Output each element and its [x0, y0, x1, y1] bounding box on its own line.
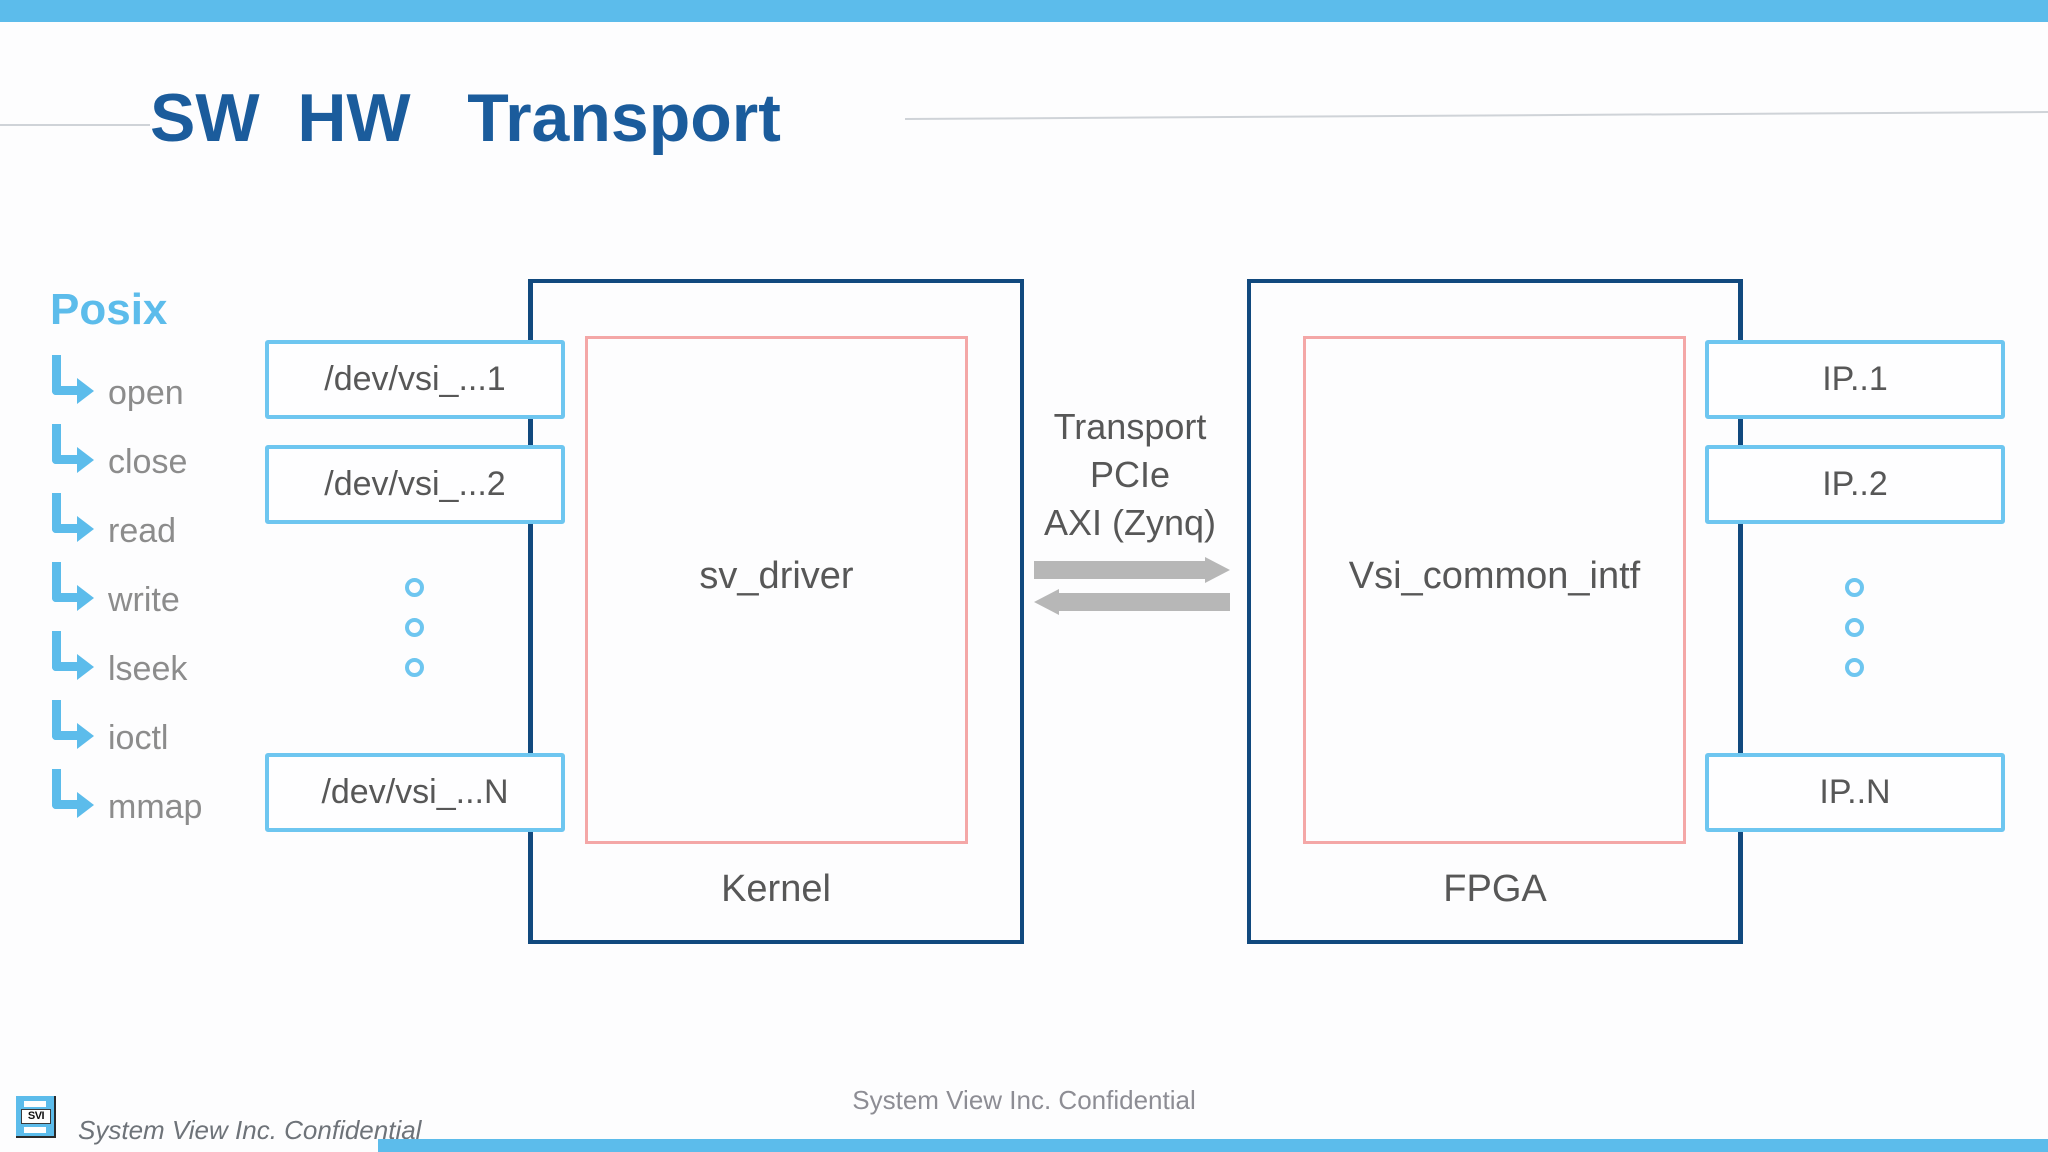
ip-ellipsis-dots	[1845, 578, 1864, 677]
posix-item-open: open	[44, 344, 274, 413]
corner-arrow-icon	[52, 562, 98, 620]
posix-item-lseek: lseek	[44, 620, 274, 689]
corner-arrow-icon	[52, 631, 98, 689]
posix-column: Posix open close read write	[44, 282, 274, 827]
transport-label-group: Transport PCIe AXI (Zynq)	[1030, 403, 1230, 547]
posix-item-mmap: mmap	[44, 758, 274, 827]
top-accent-bar	[0, 0, 2048, 22]
ip-box-1[interactable]: IP..1	[1705, 340, 2005, 419]
dev-box-2[interactable]: /dev/vsi_...2	[265, 445, 565, 524]
sv-driver-box: sv_driver	[585, 336, 968, 844]
posix-item-label: close	[108, 443, 188, 481]
transport-arrow-right-icon	[1034, 557, 1230, 583]
fpga-right-spine	[1738, 279, 1743, 944]
corner-arrow-icon	[52, 493, 98, 551]
transport-line-1: Transport	[1053, 406, 1207, 447]
page-title: SW HW Transport	[150, 80, 781, 156]
corner-arrow-icon	[52, 769, 98, 827]
ellipsis-dot-icon	[405, 618, 424, 637]
dev-box-label: /dev/vsi_...1	[324, 360, 506, 398]
posix-heading: Posix	[50, 285, 168, 334]
ip-box-label: IP..2	[1822, 465, 1888, 503]
ellipsis-dot-icon	[1845, 618, 1864, 637]
posix-item-ioctl: ioctl	[44, 689, 274, 758]
transport-line-2: PCIe	[1089, 454, 1171, 495]
dev-ellipsis-dots	[405, 578, 424, 677]
posix-item-label: lseek	[108, 650, 188, 688]
corner-arrow-icon	[52, 700, 98, 758]
corner-arrow-icon	[52, 355, 98, 413]
kernel-left-spine	[528, 279, 533, 944]
footer-center-text: System View Inc. Confidential	[852, 1085, 1196, 1115]
ip-box-label: IP..1	[1822, 360, 1888, 398]
sv-driver-label: sv_driver	[699, 555, 854, 597]
dev-box-label: /dev/vsi_...N	[321, 773, 509, 811]
ellipsis-dot-icon	[405, 578, 424, 597]
title-row: SW HW Transport	[0, 78, 2048, 158]
dev-box-n[interactable]: /dev/vsi_...N	[265, 753, 565, 832]
transport-line-3: AXI (Zynq)	[1043, 502, 1217, 543]
posix-item-label: write	[108, 581, 180, 619]
dev-box-label: /dev/vsi_...2	[324, 465, 506, 503]
posix-item-label: open	[108, 374, 184, 412]
posix-item-label: ioctl	[108, 719, 169, 757]
ip-box-label: IP..N	[1819, 773, 1891, 811]
ip-box-2[interactable]: IP..2	[1705, 445, 2005, 524]
fpga-label: FPGA	[1443, 868, 1547, 910]
svi-logo: SVI	[16, 1096, 56, 1138]
vsi-common-intf-box: Vsi_common_intf	[1303, 336, 1686, 844]
ellipsis-dot-icon	[1845, 658, 1864, 677]
bottom-accent-bar	[378, 1139, 2048, 1152]
posix-item-read: read	[44, 482, 274, 551]
dev-box-1[interactable]: /dev/vsi_...1	[265, 340, 565, 419]
kernel-label: Kernel	[721, 868, 831, 910]
title-rule-right	[904, 111, 2048, 120]
posix-item-close: close	[44, 413, 274, 482]
posix-item-write: write	[44, 551, 274, 620]
title-rule-left	[0, 124, 150, 126]
ellipsis-dot-icon	[1845, 578, 1864, 597]
transport-arrow-left-icon	[1034, 589, 1230, 615]
vsi-common-intf-label: Vsi_common_intf	[1348, 555, 1641, 597]
footer-left-text: System View Inc. Confidential	[78, 1115, 422, 1145]
ellipsis-dot-icon	[405, 658, 424, 677]
posix-item-label: mmap	[108, 788, 203, 826]
ip-box-n[interactable]: IP..N	[1705, 753, 2005, 832]
posix-item-label: read	[108, 512, 177, 550]
corner-arrow-icon	[52, 424, 98, 482]
svi-logo-text: SVI	[21, 1109, 51, 1124]
